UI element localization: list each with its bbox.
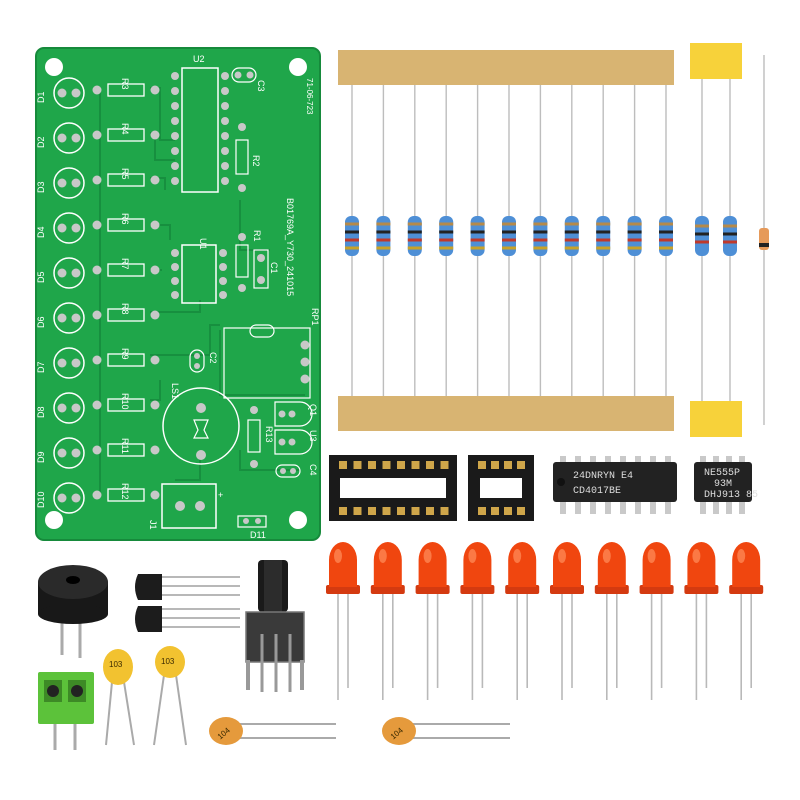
ic-socket-16 bbox=[329, 455, 457, 521]
q1-label: Q1 bbox=[308, 404, 318, 416]
u1-footprint: U1 bbox=[171, 238, 227, 304]
u3-label: U3 bbox=[308, 430, 318, 442]
ic-socket-8 bbox=[468, 455, 534, 521]
red-led bbox=[594, 542, 629, 700]
u2-label: U2 bbox=[193, 54, 205, 64]
led-footprint-label: D3 bbox=[36, 181, 46, 193]
ne555-marking-line2: 93M bbox=[714, 479, 732, 490]
red-led bbox=[460, 542, 495, 700]
cd4017-marking-line2: CD4017BE bbox=[573, 486, 621, 497]
u2-footprint: U2 bbox=[171, 54, 229, 193]
ceramic-capacitor-104-b: 104 bbox=[382, 717, 510, 745]
resistor-footprint-label: R11 bbox=[120, 438, 130, 454]
ne555-marking-line1: NE555P bbox=[704, 468, 740, 479]
ceramic-capacitor-104-a: 104 bbox=[209, 717, 336, 745]
resistor bbox=[439, 216, 454, 256]
red-led bbox=[639, 542, 674, 700]
led-footprint-label: D4 bbox=[36, 226, 46, 238]
red-led bbox=[550, 542, 584, 700]
c4-label: C4 bbox=[308, 464, 318, 476]
red-led bbox=[326, 542, 360, 700]
taped-components bbox=[690, 43, 769, 437]
red-led bbox=[415, 542, 450, 700]
resistor bbox=[376, 216, 391, 256]
resistor bbox=[564, 216, 579, 256]
led-footprint-label: D7 bbox=[36, 361, 46, 373]
mount-hole bbox=[289, 511, 307, 529]
led-footprint-label: D2 bbox=[36, 136, 46, 148]
ceramic-capacitor-103-a: 103 bbox=[103, 649, 135, 746]
c2-label: C2 bbox=[208, 352, 218, 364]
board-part-number: B01769A_Y730_241015 bbox=[285, 198, 295, 296]
buzzer bbox=[38, 565, 108, 658]
resistor bbox=[533, 216, 548, 256]
c3-label: C3 bbox=[256, 80, 266, 92]
r13-label: R13 bbox=[264, 426, 274, 443]
resistor-footprint-label: R12 bbox=[120, 483, 130, 500]
led-footprint-label: D5 bbox=[36, 271, 46, 283]
resistor-footprint-label: R8 bbox=[120, 303, 130, 315]
resistor bbox=[345, 216, 359, 256]
red-led-row bbox=[326, 542, 764, 700]
cd4017-marking-line1: 24DNRYN E4 bbox=[573, 471, 633, 482]
r2-label: R2 bbox=[251, 155, 261, 167]
led-footprint-label: D8 bbox=[36, 406, 46, 418]
c1-label: C1 bbox=[269, 262, 279, 274]
red-led bbox=[729, 542, 764, 700]
red-led bbox=[370, 542, 405, 700]
led-footprint-label: D10 bbox=[36, 491, 46, 508]
red-led bbox=[684, 542, 719, 700]
mount-hole bbox=[289, 58, 307, 76]
led-footprint-label: D6 bbox=[36, 316, 46, 328]
resistor bbox=[627, 216, 642, 256]
j1-label: J1 bbox=[148, 520, 158, 530]
mount-hole bbox=[45, 58, 63, 76]
ne555-chip: NE555P 93M DHJ913 85 bbox=[694, 456, 758, 514]
cd4017-chip: 24DNRYN E4 CD4017BE bbox=[553, 456, 677, 514]
resistor-footprint-label: R5 bbox=[120, 168, 130, 180]
resistor-footprint-label: R3 bbox=[120, 78, 130, 90]
resistor-footprint-label: R9 bbox=[120, 348, 130, 360]
transistor-2 bbox=[135, 606, 240, 632]
transistor-1 bbox=[135, 574, 240, 600]
red-led bbox=[505, 542, 540, 700]
resistor bbox=[407, 216, 422, 256]
ceramic-capacitor-103-b: 103 bbox=[153, 646, 187, 746]
cap-103-label-a: 103 bbox=[109, 660, 123, 669]
led-footprint-label: D1 bbox=[36, 91, 46, 103]
cap-103-label-b: 103 bbox=[161, 657, 175, 666]
u1-label: U1 bbox=[198, 238, 208, 250]
potentiometer bbox=[245, 560, 305, 692]
resistor bbox=[470, 216, 485, 256]
ls1-label: LS1 bbox=[170, 383, 180, 399]
ne555-marking-line3: DHJ913 85 bbox=[704, 490, 758, 501]
resistor bbox=[502, 216, 516, 256]
board-date-code: 71-06-723 bbox=[305, 78, 314, 115]
resistor-footprint-label: R6 bbox=[120, 213, 130, 225]
rp1-label: RP1 bbox=[310, 308, 320, 326]
mount-hole bbox=[45, 511, 63, 529]
resistor-footprint-label: R7 bbox=[120, 258, 130, 270]
screw-terminal bbox=[38, 672, 94, 750]
resistor bbox=[596, 216, 611, 256]
led-footprint-label: D9 bbox=[36, 451, 46, 463]
resistor-footprint-label: R10 bbox=[120, 393, 130, 410]
r1-label: R1 bbox=[252, 230, 262, 242]
resistor-footprint-label: R4 bbox=[120, 123, 130, 135]
resistor-tape-strip bbox=[338, 50, 674, 431]
d11-label: D11 bbox=[250, 530, 266, 540]
j1-plus-label: + bbox=[218, 490, 223, 500]
resistor bbox=[659, 216, 673, 256]
